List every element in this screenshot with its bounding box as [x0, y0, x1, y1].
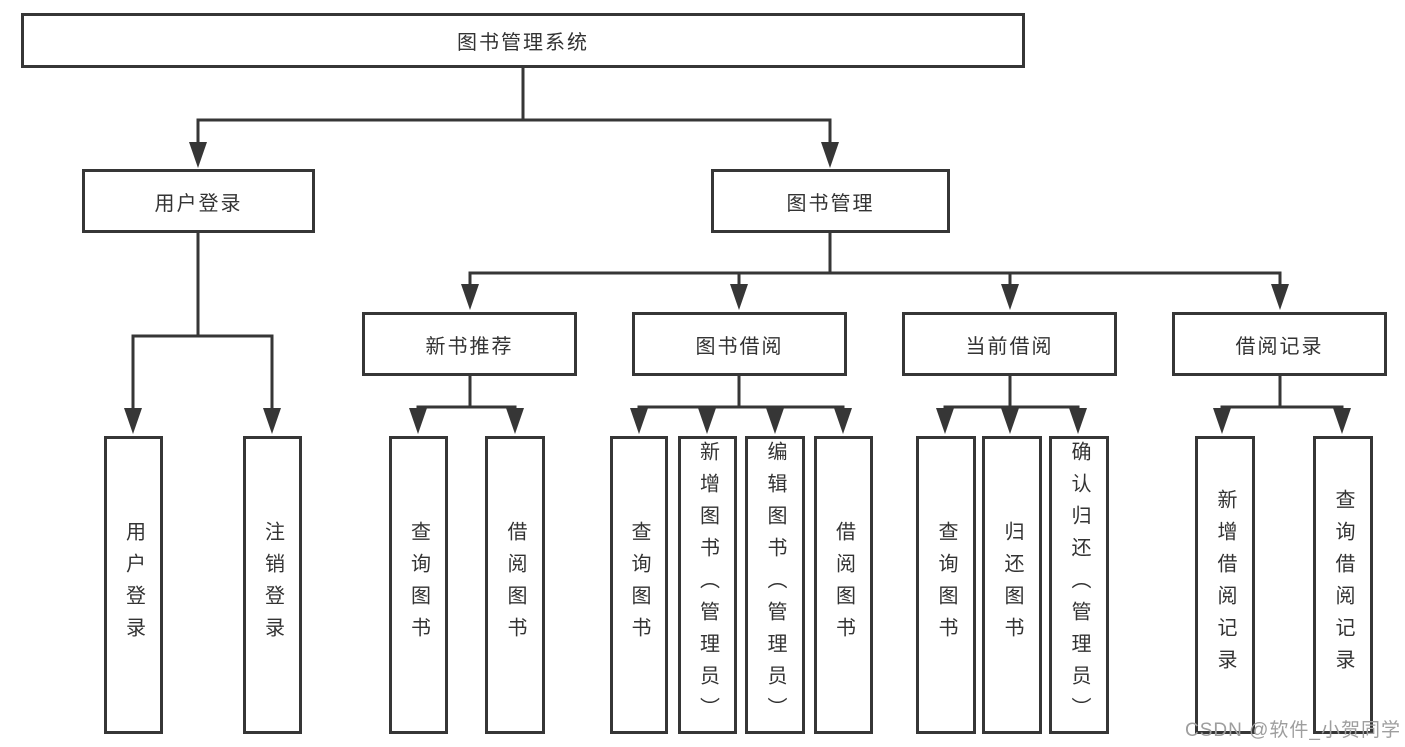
leaf-label: 确认归还（管理员） [1068, 441, 1090, 729]
leaf-label: 查询图书 [407, 521, 430, 649]
leaf-query-books-current: 查询图书 [916, 436, 976, 734]
leaf-logout: 注销登录 [243, 436, 302, 734]
leaf-edit-books-admin: 编辑图书（管理员） [745, 436, 805, 734]
leaf-label: 借阅图书 [504, 521, 526, 649]
connector-userlogin-to-leaves [131, 231, 274, 414]
connector-bookmgmt-to-level3 [468, 231, 1282, 289]
arrow-down-icon [730, 284, 748, 310]
arrow-down-icon [1001, 284, 1019, 310]
node-label: 新书推荐 [425, 335, 514, 358]
connector-newbook-to-leaves [416, 374, 517, 413]
arrowheads [124, 142, 1351, 434]
arrow-down-icon [1333, 408, 1351, 434]
connector-borrowrecords-to-leaves [1220, 374, 1344, 413]
leaf-add-borrow-record: 新增借阅记录 [1195, 436, 1255, 734]
arrow-down-icon [698, 408, 716, 434]
node-label: 当前借阅 [965, 335, 1054, 358]
arrow-down-icon [1069, 408, 1087, 434]
leaf-borrow-books-borrow: 借阅图书 [814, 436, 873, 734]
leaf-borrow-books-recommend: 借阅图书 [485, 436, 545, 734]
leaf-label: 用户登录 [122, 521, 145, 649]
arrow-down-icon [1001, 408, 1019, 434]
arrow-down-icon [766, 408, 784, 434]
node-root: 图书管理系统 [21, 13, 1025, 68]
leaf-label: 查询借阅记录 [1332, 489, 1354, 681]
connector-bookborrow-to-leaves [637, 374, 845, 413]
leaf-label: 编辑图书（管理员） [764, 441, 786, 729]
arrow-down-icon [821, 142, 839, 168]
leaf-user-login: 用户登录 [104, 436, 163, 734]
leaf-label: 借阅图书 [832, 521, 855, 649]
leaf-label: 查询图书 [935, 521, 957, 649]
leaf-return-books: 归还图书 [982, 436, 1042, 734]
node-borrow-records: 借阅记录 [1172, 312, 1387, 376]
leaf-label: 归还图书 [1001, 521, 1023, 649]
arrow-down-icon [461, 284, 479, 310]
arrow-down-icon [409, 408, 427, 434]
node-label: 图书借阅 [695, 335, 784, 358]
arrow-down-icon [936, 408, 954, 434]
arrow-down-icon [189, 142, 207, 168]
connector-root-to-level2 [196, 66, 832, 148]
leaf-label: 新增图书（管理员） [696, 441, 719, 729]
node-user-login-group: 用户登录 [82, 169, 315, 233]
leaf-query-borrow-record: 查询借阅记录 [1313, 436, 1373, 734]
arrow-down-icon [630, 408, 648, 434]
node-book-borrow: 图书借阅 [632, 312, 847, 376]
node-label: 借阅记录 [1235, 335, 1324, 358]
arrow-down-icon [834, 408, 852, 434]
node-current-borrow: 当前借阅 [902, 312, 1117, 376]
arrow-down-icon [263, 408, 281, 434]
leaf-query-books-recommend: 查询图书 [389, 436, 448, 734]
node-new-book-recommend: 新书推荐 [362, 312, 577, 376]
arrow-down-icon [1271, 284, 1289, 310]
leaf-add-books-admin: 新增图书（管理员） [678, 436, 737, 734]
node-label: 用户登录 [154, 192, 243, 215]
node-book-management: 图书管理 [711, 169, 950, 233]
leaf-label: 新增借阅记录 [1214, 489, 1236, 681]
leaf-label: 查询图书 [628, 521, 650, 649]
arrow-down-icon [124, 408, 142, 434]
arrow-down-icon [1213, 408, 1231, 434]
connector-currentborrow-to-leaves [943, 374, 1080, 413]
arrow-down-icon [506, 408, 524, 434]
csdn-watermark: CSDN @软件_小贺同学 [1185, 720, 1401, 741]
leaf-query-books-borrow: 查询图书 [610, 436, 668, 734]
node-root-label: 图书管理系统 [457, 32, 589, 54]
node-label: 图书管理 [786, 192, 875, 215]
leaf-label: 注销登录 [261, 521, 284, 649]
leaf-confirm-return-admin: 确认归还（管理员） [1049, 436, 1109, 734]
